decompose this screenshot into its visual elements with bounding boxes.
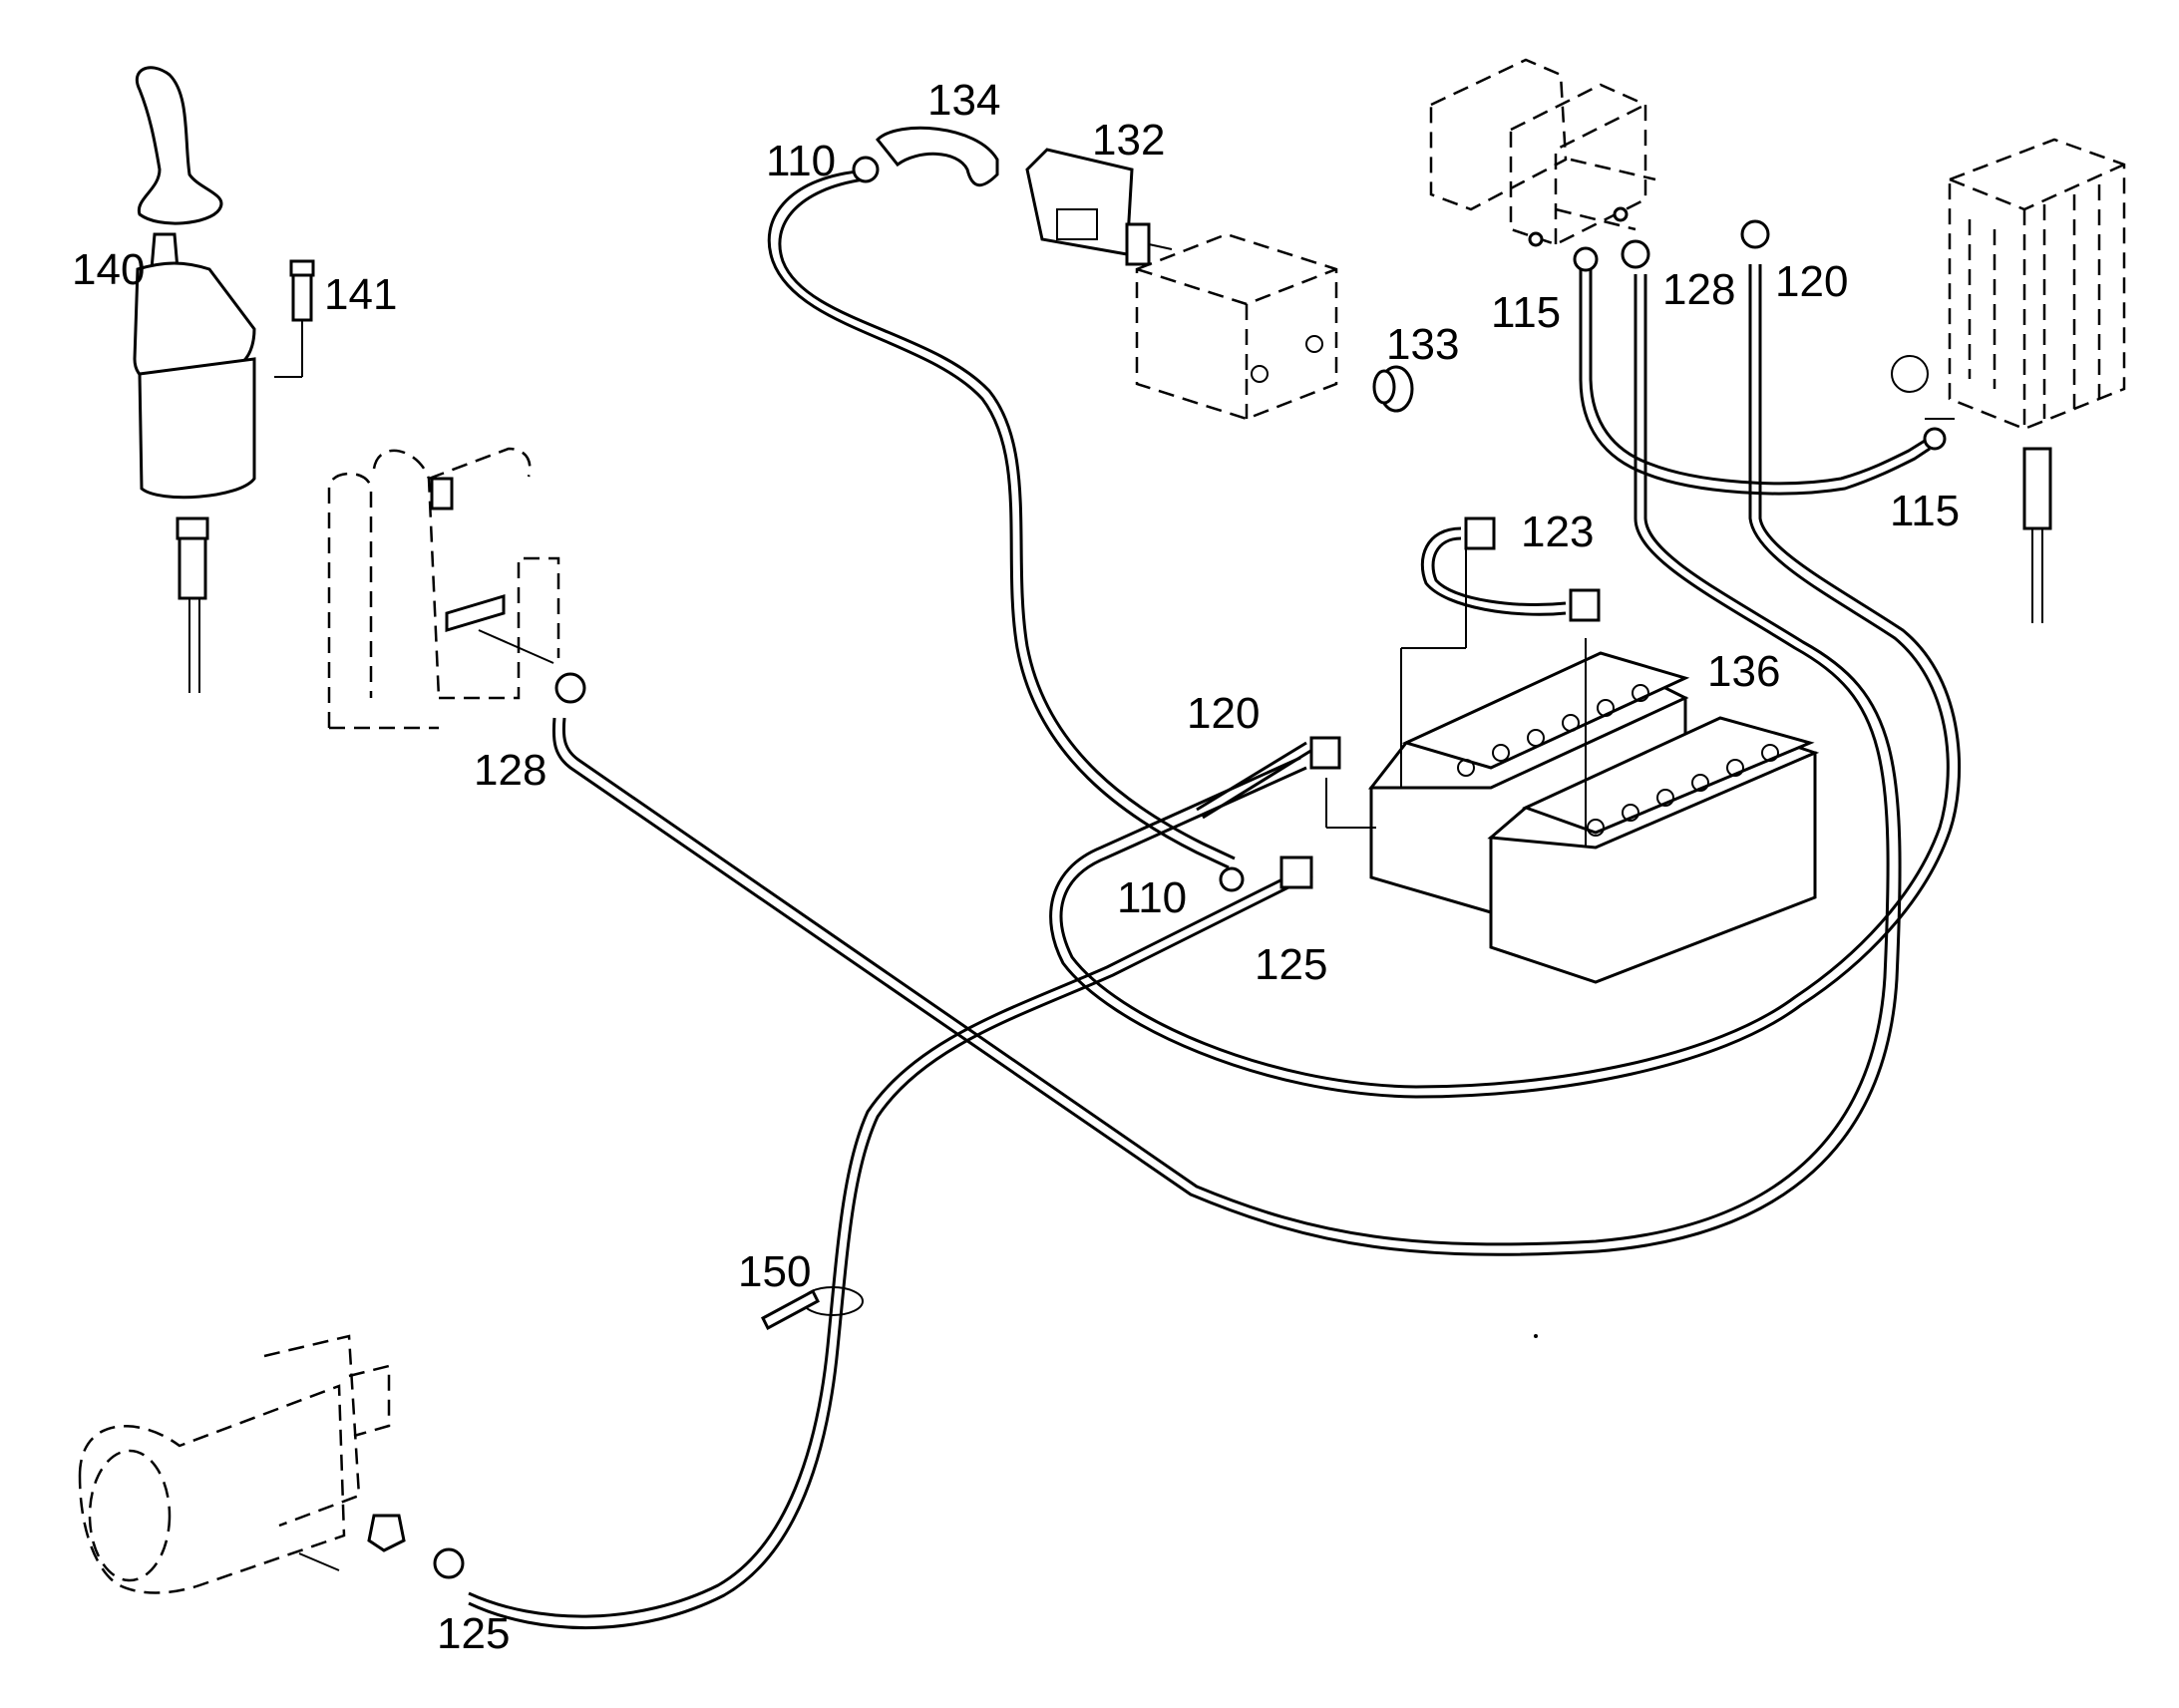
label-133: 133 bbox=[1386, 320, 1459, 369]
bolt-icon bbox=[274, 259, 315, 378]
motor-icon bbox=[78, 1334, 406, 1594]
battery-cells bbox=[1587, 744, 1779, 837]
cable-128 bbox=[551, 274, 1902, 1256]
label-115-right: 115 bbox=[1890, 487, 1960, 535]
battery-cells bbox=[1457, 684, 1649, 777]
ring-terminals bbox=[433, 156, 1947, 1579]
label-128-left: 128 bbox=[474, 746, 546, 795]
cable-120-short bbox=[1196, 741, 1313, 820]
label-141: 141 bbox=[324, 270, 397, 319]
block-icon bbox=[1135, 232, 1338, 421]
label-125-mid: 125 bbox=[1255, 940, 1327, 989]
label-150: 150 bbox=[738, 1247, 811, 1296]
label-120-mid: 120 bbox=[1187, 689, 1260, 738]
label-110-mid: 110 bbox=[1117, 873, 1187, 922]
cable-120 bbox=[1049, 264, 1962, 1099]
label-120-top: 120 bbox=[1775, 257, 1848, 306]
cable-110 bbox=[767, 170, 1236, 869]
label-134: 134 bbox=[927, 76, 1000, 125]
part-labels: 110 134 132 140 141 133 115 128 120 115 … bbox=[72, 76, 1960, 1658]
cable-tie-icon bbox=[761, 1286, 864, 1331]
cable-115 bbox=[1579, 269, 1931, 496]
pump-icon bbox=[1429, 58, 1656, 247]
joystick-icon bbox=[133, 66, 256, 693]
label-110-top: 110 bbox=[766, 137, 836, 185]
plug-icon bbox=[1372, 365, 1414, 413]
label-123: 123 bbox=[1521, 508, 1594, 556]
bracket-icon bbox=[327, 447, 560, 730]
label-132: 132 bbox=[1092, 116, 1165, 165]
cable-123 bbox=[1420, 526, 1567, 616]
cable-125 bbox=[468, 865, 1313, 1630]
valve-icon bbox=[1891, 138, 2126, 623]
cables bbox=[468, 170, 1962, 1630]
battery-icon bbox=[1487, 716, 1820, 984]
label-115-top: 115 bbox=[1491, 288, 1561, 337]
leader-lines bbox=[1325, 418, 1955, 848]
label-140: 140 bbox=[72, 245, 145, 294]
switch-icon bbox=[1025, 148, 1173, 266]
label-136: 136 bbox=[1707, 647, 1780, 696]
label-125-bottom: 125 bbox=[437, 1609, 510, 1658]
hose-icon bbox=[875, 126, 999, 187]
label-128-top: 128 bbox=[1662, 265, 1735, 314]
